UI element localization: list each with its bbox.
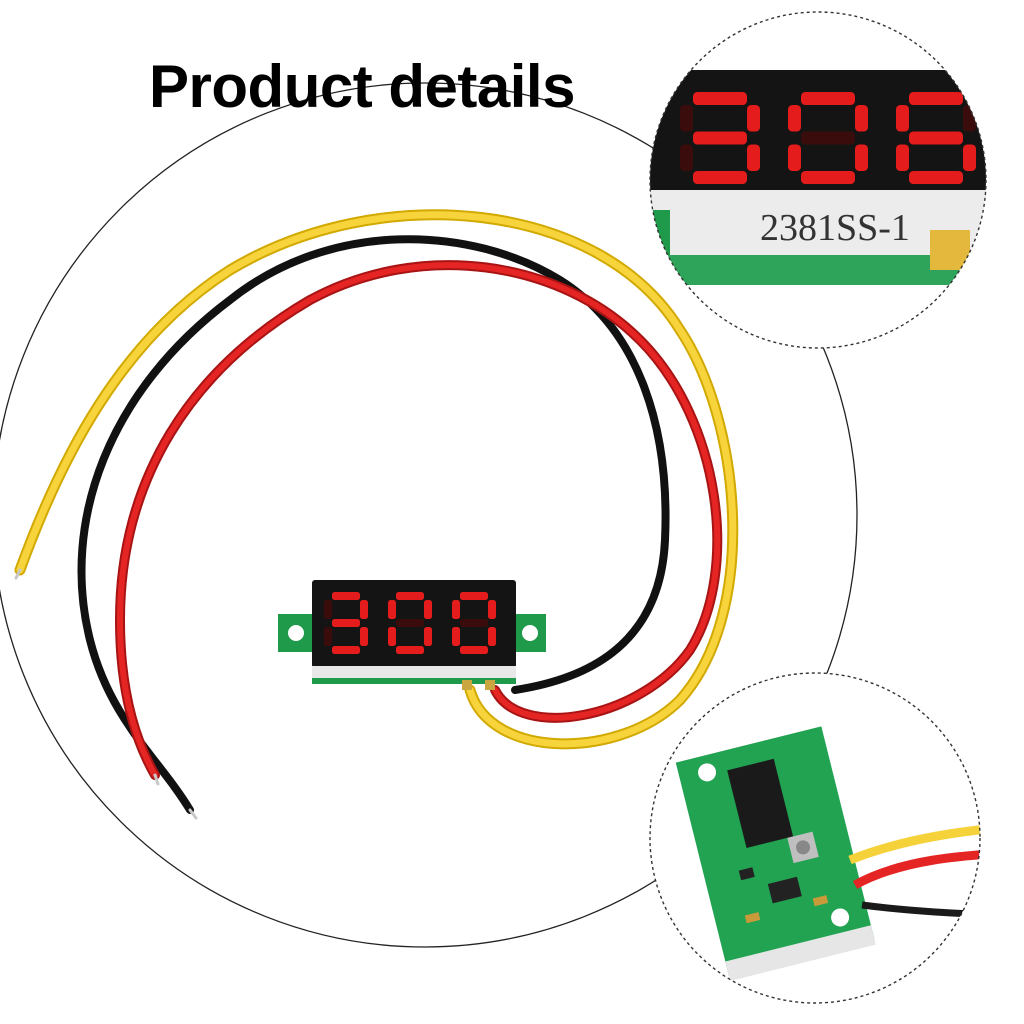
main-digit-1-segment-e bbox=[388, 627, 396, 646]
zoom-digit-2-segment-g bbox=[909, 131, 963, 145]
main-digits bbox=[324, 592, 496, 654]
page-title: Product details bbox=[149, 53, 575, 120]
ic-chip bbox=[727, 758, 794, 849]
main-digit-0-segment-d bbox=[332, 646, 360, 654]
zoom-digit-1-segment-a bbox=[801, 92, 855, 105]
zoom-digit-2-segment-a bbox=[909, 92, 963, 105]
zoom-digit-1-segment-f bbox=[788, 105, 801, 132]
zoom-part-label: 2381SS-1 bbox=[760, 207, 910, 249]
zoom-digit-2-segment-c bbox=[963, 144, 976, 171]
zoom-digit-0-segment-d bbox=[693, 171, 747, 184]
main-digit-0-segment-b bbox=[360, 600, 368, 619]
main-digit-1-segment-a bbox=[396, 592, 424, 600]
main-digit-0-segment-f bbox=[324, 600, 332, 619]
red-lead bbox=[852, 847, 980, 889]
black-wire bbox=[77, 235, 670, 814]
main-digit-1-segment-c bbox=[424, 627, 432, 646]
zoom-digit-1-segment-d bbox=[801, 171, 855, 184]
zoom-bottom bbox=[649, 672, 981, 1004]
mount-hole-right bbox=[522, 625, 538, 641]
zoom-digit-1-segment-c bbox=[855, 144, 868, 171]
main-digit-0-segment-c bbox=[360, 627, 368, 646]
main-digit-2-segment-f bbox=[452, 600, 460, 619]
wires bbox=[14, 209, 739, 820]
zoom-digit-2-segment-d bbox=[909, 171, 963, 184]
zoom-digit-2-segment-f bbox=[896, 105, 909, 132]
zoom-digits bbox=[680, 92, 976, 184]
main-digit-2-segment-g bbox=[460, 619, 488, 627]
voltmeter-module bbox=[278, 580, 546, 690]
pcb-backside bbox=[675, 726, 875, 977]
zoom-digit-0-segment-a bbox=[693, 92, 747, 105]
zoom-digit-1-segment-g bbox=[801, 131, 855, 145]
main-digit-2-segment-b bbox=[488, 600, 496, 619]
main-digit-2-segment-e bbox=[452, 627, 460, 646]
main-digit-1-segment-b bbox=[424, 600, 432, 619]
housing-base bbox=[312, 666, 516, 680]
zoom-digit-0-segment-f bbox=[680, 105, 693, 132]
mount-hole-left bbox=[288, 625, 304, 641]
main-digit-1-segment-d bbox=[396, 646, 424, 654]
zoom-digit-0-segment-c bbox=[747, 144, 760, 171]
main-digit-0-segment-g bbox=[332, 619, 360, 627]
zoom-digit-1-segment-b bbox=[855, 105, 868, 132]
yellow-lead bbox=[848, 821, 980, 865]
main-digit-2-segment-a bbox=[460, 592, 488, 600]
zoom-digit-0-segment-g bbox=[693, 131, 747, 145]
zoom-digit-0-segment-e bbox=[680, 144, 693, 171]
main-digit-0-segment-a bbox=[332, 592, 360, 600]
zoom-bottom-border bbox=[649, 672, 981, 1004]
zoom-top-border bbox=[649, 11, 987, 349]
zoom-digit-0-segment-b bbox=[747, 105, 760, 132]
main-digit-1-segment-g bbox=[396, 619, 424, 627]
zoom-top: 2381SS-1 bbox=[649, 11, 987, 349]
main-digit-2-segment-d bbox=[460, 646, 488, 654]
black-lead bbox=[861, 901, 980, 919]
zoom-digit-1-segment-e bbox=[788, 144, 801, 171]
main-digit-1-segment-f bbox=[388, 600, 396, 619]
background-circle bbox=[0, 82, 858, 948]
main-digit-0-segment-e bbox=[324, 627, 332, 646]
zoom-digit-2-segment-e bbox=[896, 144, 909, 171]
main-digit-2-segment-c bbox=[488, 627, 496, 646]
